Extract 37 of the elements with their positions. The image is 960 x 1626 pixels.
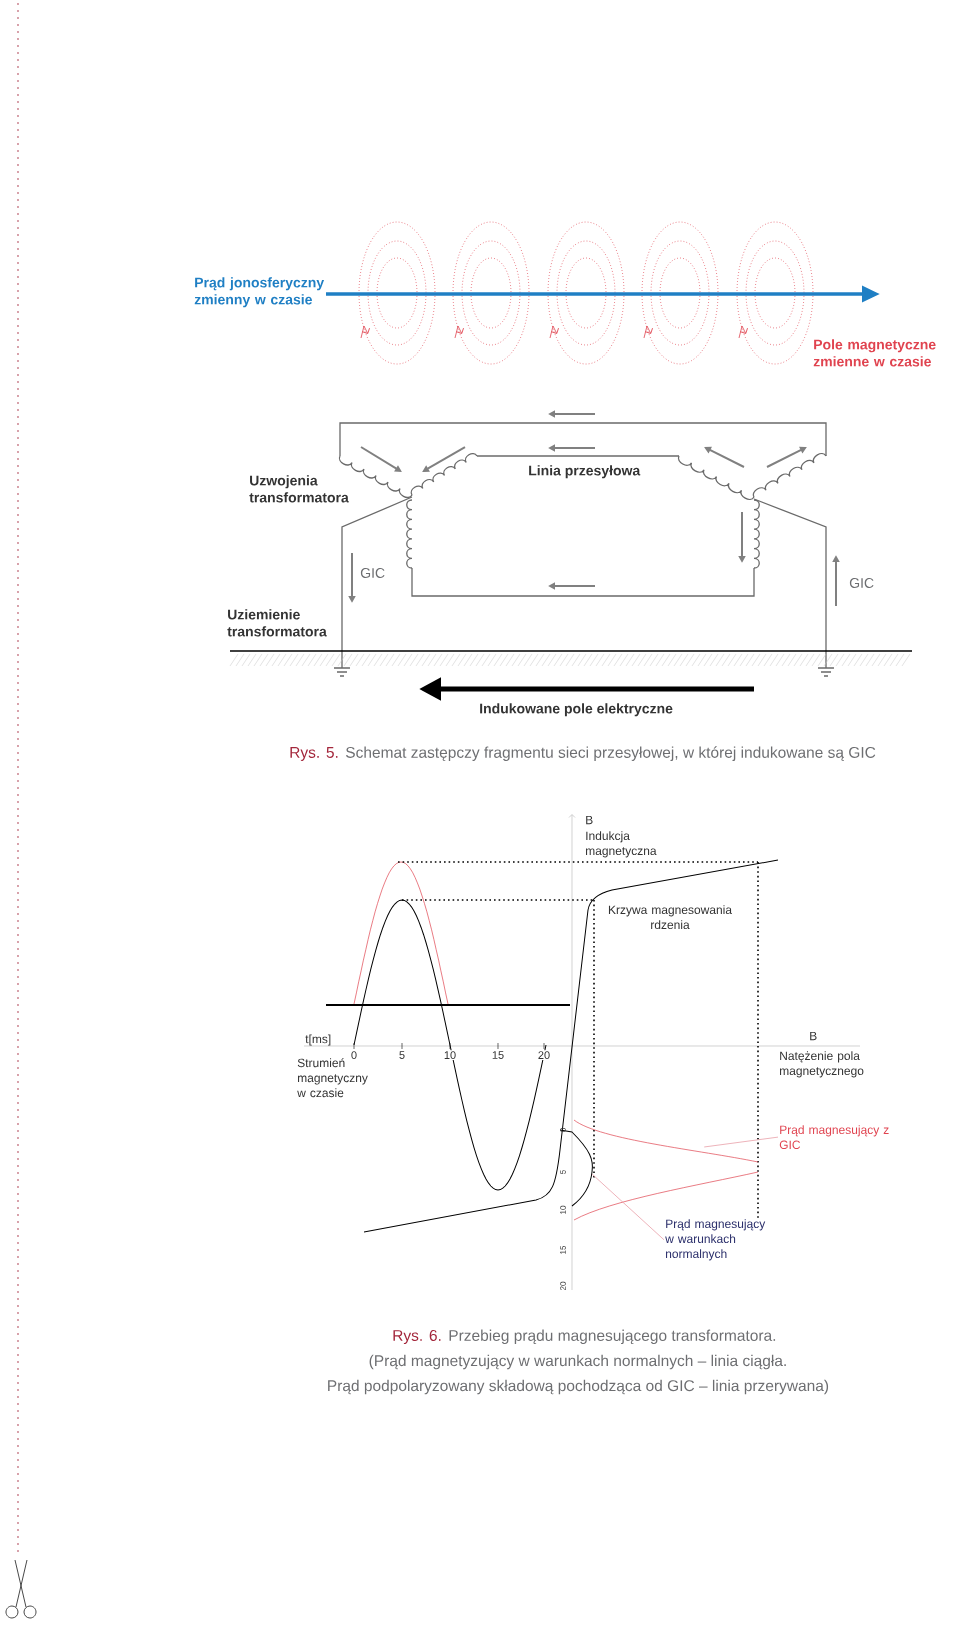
- axis-label: t[ms]: [305, 1034, 331, 1046]
- callout-text: Uziemienie transformatora: [227, 609, 327, 637]
- tick-label: 10: [442, 1050, 458, 1060]
- leader-line: [703, 1136, 779, 1148]
- callout-text: Linia przesyłowa: [529, 465, 641, 479]
- current-curve: [559, 1129, 593, 1207]
- current-curve: [573, 1119, 759, 1221]
- figure-number: Rys. 5.: [290, 747, 338, 761]
- axis-label: Natężenie pola magnetycznego: [780, 1051, 864, 1078]
- tick-label: 15: [492, 1051, 504, 1059]
- callout-text: Prąd jonosferyczny zmienny w czasie: [194, 277, 325, 308]
- tick-label: 10: [560, 1205, 566, 1214]
- axis-label: Indukcja magnetyczna: [586, 831, 657, 858]
- tick-label: 20: [560, 1281, 566, 1291]
- figure-number: Rys. 6.: [393, 1330, 441, 1345]
- figure-caption: Przebieg prądu magnesującego transformatora.: [449, 1329, 776, 1345]
- axis-label: Strumień magnetyczny w czasie: [297, 1058, 368, 1098]
- callout-text: Uzwojenia transformatora: [249, 475, 349, 503]
- tick-label: 0: [351, 1051, 357, 1059]
- current-label: GIC: [849, 578, 874, 588]
- axis-label: B: [586, 815, 593, 825]
- callout-text: Indukowane pole elektryczne: [480, 703, 673, 717]
- figure-caption: Prąd podpolaryzowany składową pochodząca od GIC – linia przerywana): [328, 1379, 829, 1395]
- axis-label: B: [810, 1031, 817, 1041]
- tick-label: 20: [536, 1050, 552, 1060]
- tick-label: 5: [560, 1170, 566, 1174]
- tick-label: 15: [560, 1245, 566, 1254]
- curve-label: Krzywa magnesowania rdzenia: [608, 905, 732, 929]
- figure-caption: (Prąd magnetyzujący w warunkach normalnych – linia ciągła.: [369, 1354, 786, 1370]
- current-label: GIC: [360, 568, 385, 578]
- callout-text: Pole magnetyczne zmienne w czasie: [813, 339, 936, 367]
- annotation-text: Prąd magnesujący z GIC: [779, 1125, 889, 1149]
- leader-line: [591, 1173, 665, 1241]
- figure-caption: Schemat zastępczy fragmentu sieci przesyłowej, w której indukowane są GIC: [345, 746, 876, 761]
- tick-label: 5: [399, 1051, 405, 1059]
- tick-label: 0: [560, 1128, 566, 1132]
- annotation-text: Prąd magnesujący w warunkach normalnych: [665, 1219, 766, 1261]
